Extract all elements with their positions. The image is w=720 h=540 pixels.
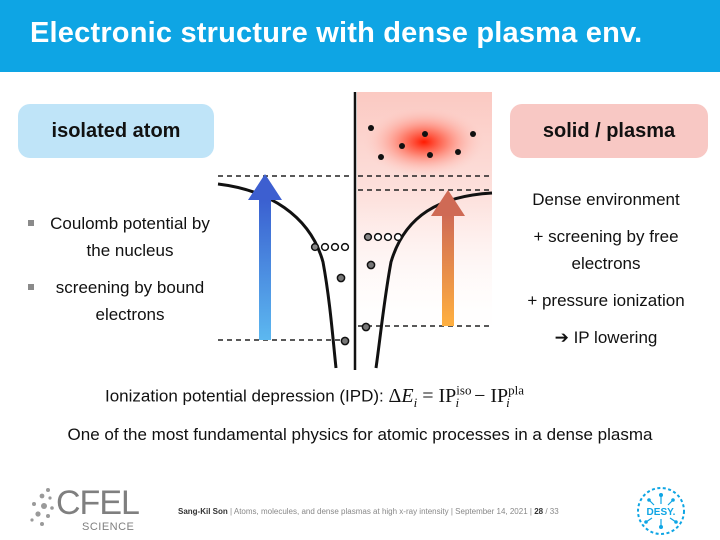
bound-electrons-right [361, 232, 403, 332]
cfel-logo: CFEL SCIENCE [26, 484, 146, 536]
title-bar: Electronic structure with dense plasma e… [0, 0, 720, 72]
ipd-formula: ΔEi = IPisoi − IPplai [388, 382, 525, 410]
footer-page: 28 [534, 507, 544, 516]
right-item-ip-lowering: ➔ IP lowering [554, 328, 658, 347]
footer: Sang-Kil Son | Atoms, molecules, and den… [178, 507, 559, 516]
cfel-wordmark: CFEL [56, 484, 140, 522]
free-electrons [368, 125, 476, 160]
footer-info: | Atoms, molecules, and dense plasmas at… [227, 507, 535, 516]
right-item-pressure: + pressure ionization [527, 291, 685, 310]
dense-environment-heading: Dense environment [532, 190, 680, 209]
bound-electrons-left [310, 242, 350, 346]
solid-plasma-label: solid / plasma [510, 104, 708, 158]
cfel-subtitle: SCIENCE [82, 521, 135, 533]
ipd-label: Ionization potential depression (IPD): [105, 386, 384, 406]
blue-arrow [248, 174, 282, 340]
bullet-screening: screening by bound electrons [26, 274, 216, 328]
desy-wordmark: DESY. [647, 507, 676, 518]
isolated-atom-label: isolated atom [18, 104, 214, 158]
summary-text: One of the most fundamental physics for … [67, 425, 653, 444]
desy-logo: DESY. [637, 487, 685, 535]
right-item-screening: + screening by free electrons [533, 227, 679, 273]
right-list: Dense environment + screening by free el… [506, 186, 706, 351]
cfel-dots-icon [30, 488, 54, 526]
plasma-hot-spot [362, 106, 486, 178]
footer-author: Sang-Kil Son [178, 507, 228, 516]
bullet-coulomb: Coulomb potential by the nucleus [26, 210, 216, 264]
ipd-line: Ionization potential depression (IPD): Δ… [105, 382, 525, 411]
footer-total: / 33 [543, 507, 559, 516]
slide-title: Electronic structure with dense plasma e… [30, 17, 643, 49]
left-bullet-list: Coulomb potential by the nucleus screeni… [26, 210, 216, 328]
orange-arrow [431, 190, 465, 326]
